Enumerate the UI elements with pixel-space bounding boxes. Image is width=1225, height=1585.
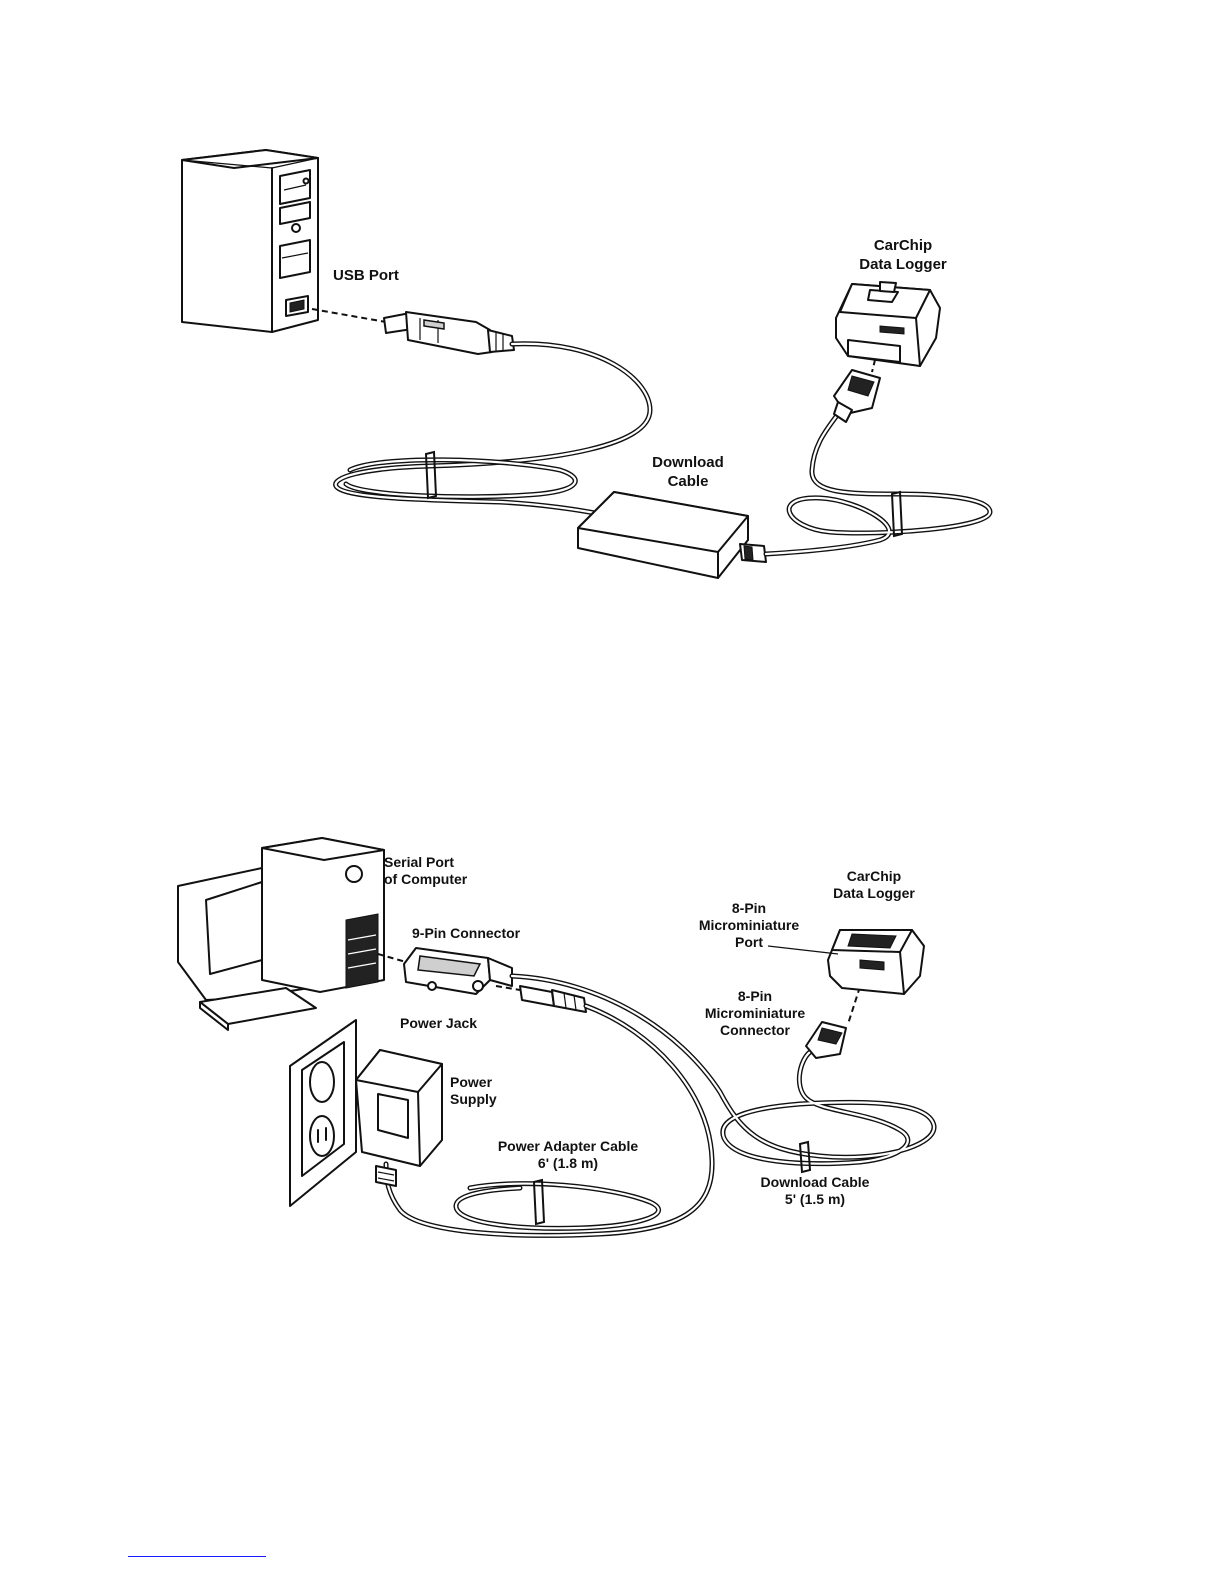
power-cable-label-line1: Power Adapter Cable xyxy=(486,1138,650,1155)
footnote-separator xyxy=(128,1556,266,1557)
usb-plug xyxy=(384,312,514,354)
power-jack-label: Power Jack xyxy=(400,1015,477,1032)
connector-label-line1: 8-Pin xyxy=(694,988,816,1005)
microminiature-port-label: 8-Pin Microminiature Port xyxy=(688,900,810,951)
usb-connection-drawing xyxy=(0,0,1225,620)
carchip-label-line2: Data Logger xyxy=(838,255,968,274)
download-cable-label-line1: Download Cable xyxy=(748,1174,882,1191)
download-label-line1: Download xyxy=(636,453,740,472)
serial-tower-computer xyxy=(262,838,384,992)
download-cable-label-line2: 5' (1.5 m) xyxy=(748,1191,882,1208)
serial-carchip-label-line1: CarChip xyxy=(818,868,930,885)
port-label-line1: 8-Pin xyxy=(688,900,810,917)
tower-computer xyxy=(182,150,318,332)
nine-pin-label: 9-Pin Connector xyxy=(412,925,520,942)
power-plug xyxy=(520,986,586,1012)
serial-port-label: Serial Port of Computer xyxy=(384,854,467,888)
carchip-label: CarChip Data Logger xyxy=(838,236,968,274)
serial-connection-drawing xyxy=(0,830,1225,1250)
serial-carchip-label-line2: Data Logger xyxy=(818,885,930,902)
serial-port-label-line2: of Computer xyxy=(384,871,467,888)
wall-outlet xyxy=(290,1020,356,1206)
serial-connection-figure: Serial Port of Computer 9-Pin Connector … xyxy=(0,830,1225,1250)
usb-connection-figure: USB Port CarChip Data Logger Download Ca… xyxy=(0,0,1225,620)
serial-carchip-label: CarChip Data Logger xyxy=(818,868,930,902)
power-supply-label: Power Supply xyxy=(450,1074,497,1108)
serial-port-label-line1: Serial Port xyxy=(384,854,467,871)
serial-download-cable-label: Download Cable 5' (1.5 m) xyxy=(748,1174,882,1208)
power-cable-label-line2: 6' (1.8 m) xyxy=(486,1155,650,1172)
port-label-line3: Port xyxy=(688,934,810,951)
power-supply-label-line2: Supply xyxy=(450,1091,497,1108)
connector-label-line2: Microminiature xyxy=(694,1005,816,1022)
port-label-line2: Microminiature xyxy=(688,917,810,934)
power-supply xyxy=(356,1050,442,1186)
nine-pin-connector xyxy=(404,948,512,994)
connector-label-line3: Connector xyxy=(694,1022,816,1039)
microminiature-plug xyxy=(834,370,880,422)
download-label-line2: Cable xyxy=(636,472,740,491)
power-supply-label-line1: Power xyxy=(450,1074,497,1091)
download-cable-box xyxy=(578,492,766,578)
power-adapter-cable-label: Power Adapter Cable 6' (1.8 m) xyxy=(486,1138,650,1172)
usb-insertion-line xyxy=(312,309,386,322)
microminiature-connector-label: 8-Pin Microminiature Connector xyxy=(694,988,816,1039)
serial-carchip-logger xyxy=(828,930,924,994)
carchip-data-logger xyxy=(836,282,940,366)
download-cable-label: Download Cable xyxy=(636,453,740,491)
carchip-label-line1: CarChip xyxy=(838,236,968,255)
usb-port-label: USB Port xyxy=(333,266,399,285)
